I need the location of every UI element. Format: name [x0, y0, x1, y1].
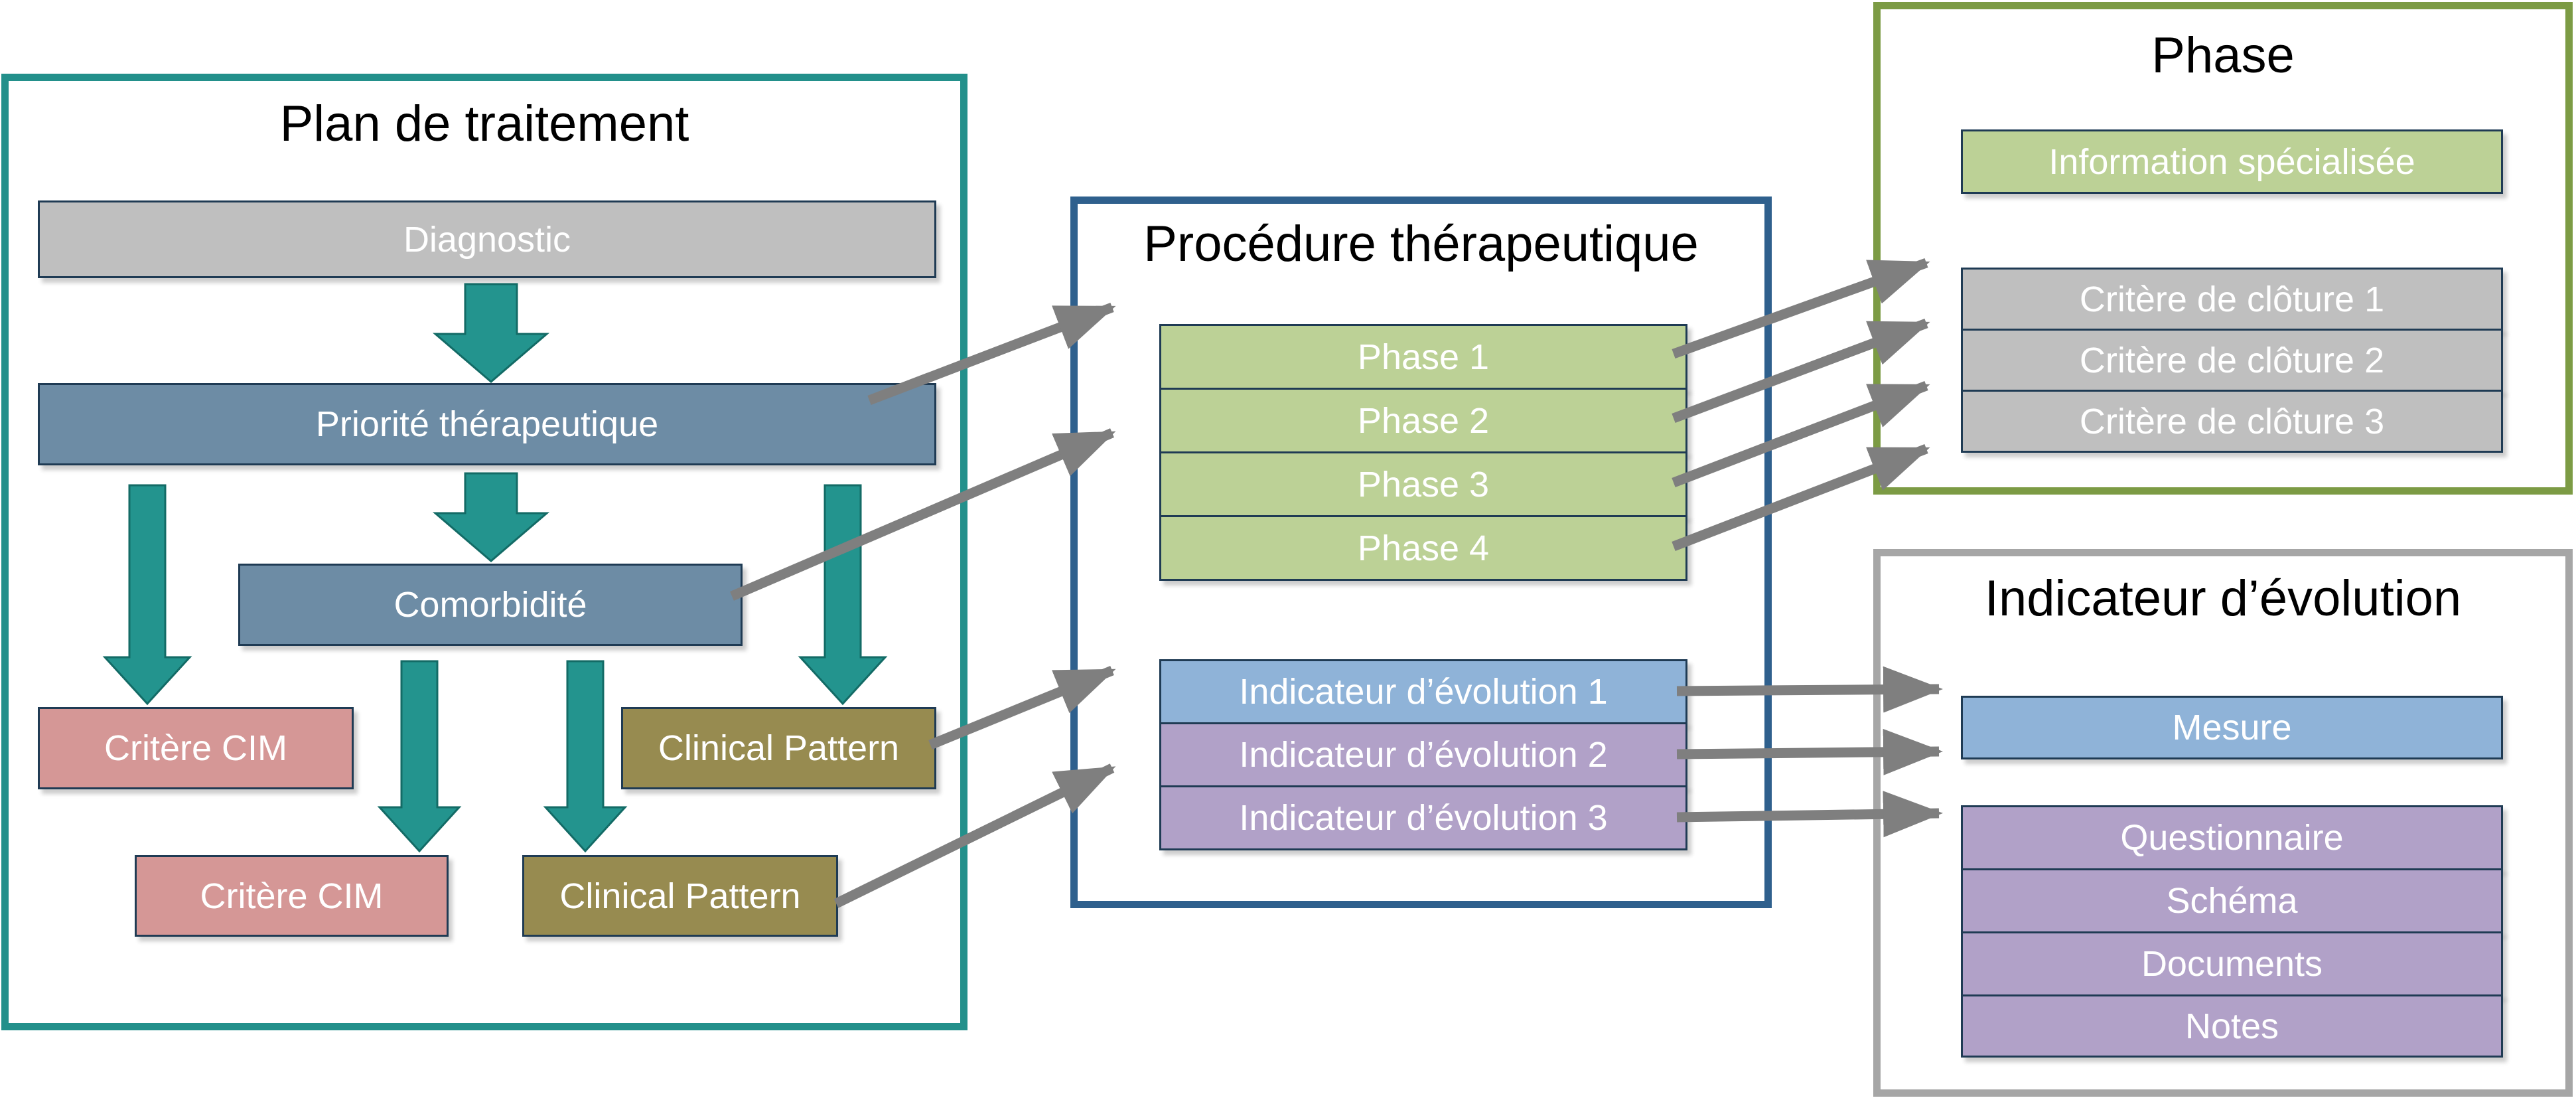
node-priorite-therapeutique: Priorité thérapeutique [38, 383, 936, 465]
procedure-box-title: Procédure thérapeutique [1143, 216, 1699, 272]
node-critere-cloture-2: Critère de clôture 2 [1961, 329, 2503, 392]
node-phase-4: Phase 4 [1159, 515, 1687, 581]
node-critere-cloture-1: Critère de clôture 1 [1961, 268, 2503, 331]
node-mesure: Mesure [1961, 696, 2503, 759]
node-clinical-pattern-2: Clinical Pattern [522, 855, 838, 937]
node-schema: Schéma [1961, 868, 2503, 933]
node-indicateur-evolution-2: Indicateur d’évolution 2 [1159, 722, 1687, 787]
node-questionnaire: Questionnaire [1961, 805, 2503, 870]
node-documents: Documents [1961, 931, 2503, 996]
node-phase-2: Phase 2 [1159, 388, 1687, 453]
node-comorbidite: Comorbidité [238, 564, 743, 646]
node-information-specialisee: Information spécialisée [1961, 129, 2503, 194]
node-phase-3: Phase 3 [1159, 451, 1687, 517]
node-indicateur-evolution-1: Indicateur d’évolution 1 [1159, 659, 1687, 724]
node-notes: Notes [1961, 994, 2503, 1058]
node-indicateur-evolution-3: Indicateur d’évolution 3 [1159, 785, 1687, 850]
node-phase-1: Phase 1 [1159, 324, 1687, 390]
node-diagnostic: Diagnostic [38, 200, 936, 278]
node-critere-cloture-3: Critère de clôture 3 [1961, 390, 2503, 453]
phase-box-title: Phase [2151, 27, 2295, 84]
node-clinical-pattern-1: Clinical Pattern [621, 707, 936, 789]
evolution-box-title: Indicateur d’évolution [1984, 570, 2462, 627]
node-critere-cim-1: Critère CIM [38, 707, 354, 789]
node-critere-cim-2: Critère CIM [135, 855, 449, 937]
plan-box-title: Plan de traitement [279, 96, 689, 152]
